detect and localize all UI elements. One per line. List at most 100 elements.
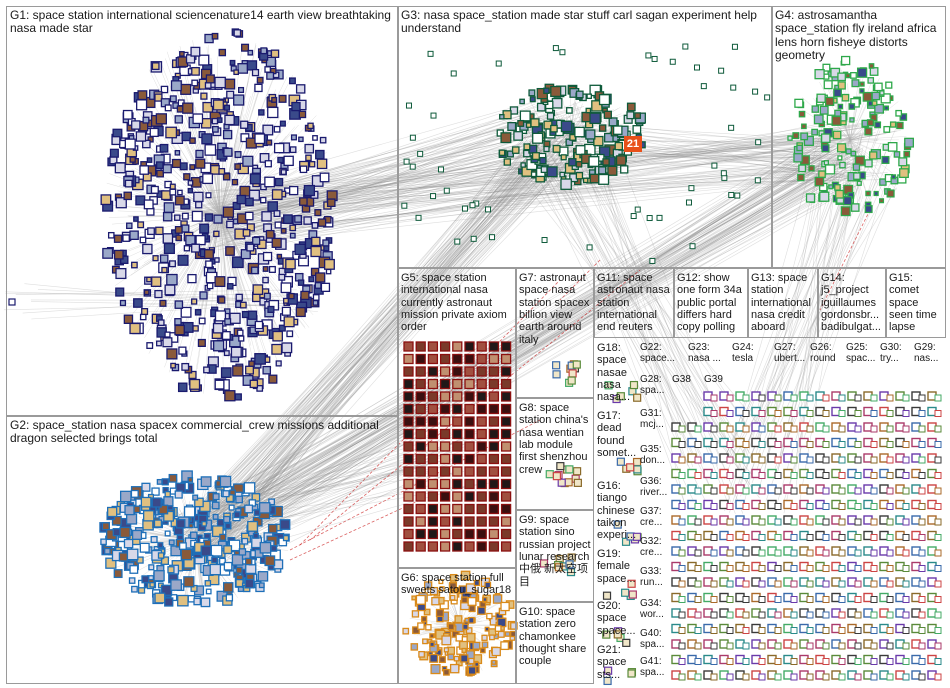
node xyxy=(918,642,926,650)
edge xyxy=(573,151,751,433)
node xyxy=(194,497,204,508)
node xyxy=(886,394,894,402)
node xyxy=(223,545,233,555)
node xyxy=(886,549,894,557)
node xyxy=(870,441,878,448)
node xyxy=(803,135,814,146)
node xyxy=(918,425,926,433)
edge xyxy=(206,146,540,563)
node xyxy=(252,236,261,246)
edge xyxy=(219,214,256,369)
node xyxy=(244,504,254,514)
node xyxy=(273,210,281,218)
edge xyxy=(223,170,840,547)
node xyxy=(726,503,734,510)
node xyxy=(202,101,214,113)
edge xyxy=(199,161,559,536)
edge xyxy=(213,121,570,553)
group-label-g2: G2: space_station nasa spacex commercial… xyxy=(10,418,379,446)
node xyxy=(758,410,766,417)
node xyxy=(790,472,798,479)
node xyxy=(726,611,734,619)
edge xyxy=(215,182,862,553)
node xyxy=(513,131,524,141)
node xyxy=(838,611,846,619)
node xyxy=(774,673,782,681)
node xyxy=(311,236,321,247)
node xyxy=(742,642,750,650)
node xyxy=(262,251,273,262)
node xyxy=(678,642,686,650)
node xyxy=(902,503,910,510)
edge xyxy=(210,135,829,538)
node xyxy=(742,565,750,572)
node xyxy=(550,85,562,98)
node xyxy=(193,597,201,606)
edge xyxy=(222,179,840,521)
node xyxy=(139,165,149,175)
node xyxy=(214,276,226,288)
node xyxy=(854,410,862,417)
node xyxy=(517,119,525,127)
node xyxy=(262,365,272,375)
node xyxy=(298,110,307,119)
edge xyxy=(183,137,855,524)
node xyxy=(197,338,206,348)
node xyxy=(242,229,251,237)
edge xyxy=(219,214,268,363)
edge xyxy=(175,115,571,533)
group-label-g1: G1: space station international sciencen… xyxy=(10,8,391,36)
edge xyxy=(227,155,551,235)
edge xyxy=(201,144,548,558)
node xyxy=(211,125,219,133)
node xyxy=(143,199,154,210)
node xyxy=(290,134,297,141)
node xyxy=(621,588,630,597)
node xyxy=(918,549,926,557)
node xyxy=(870,472,878,479)
node xyxy=(157,319,165,327)
node xyxy=(174,115,183,124)
node xyxy=(503,158,512,166)
node xyxy=(247,520,259,532)
node xyxy=(902,441,910,448)
node xyxy=(159,143,169,153)
node xyxy=(198,54,210,66)
node xyxy=(854,642,862,650)
node xyxy=(678,658,686,665)
node xyxy=(223,147,233,157)
edge xyxy=(205,152,821,549)
node xyxy=(870,565,878,572)
node xyxy=(247,49,254,56)
node xyxy=(710,518,718,526)
node xyxy=(113,249,124,260)
node xyxy=(153,570,165,582)
node xyxy=(569,133,577,141)
node xyxy=(934,456,942,464)
node xyxy=(678,518,686,526)
node xyxy=(694,425,702,433)
node xyxy=(204,144,217,156)
node xyxy=(806,596,814,603)
node xyxy=(140,496,152,508)
node xyxy=(199,291,208,300)
node xyxy=(918,394,926,402)
node xyxy=(299,197,308,206)
edge xyxy=(206,167,854,528)
edge xyxy=(246,163,843,232)
node xyxy=(790,627,798,634)
edge xyxy=(289,419,541,551)
node xyxy=(141,575,150,584)
node xyxy=(838,456,846,464)
group-label-g35: G35: don... xyxy=(640,444,666,467)
node xyxy=(211,525,224,538)
node xyxy=(902,518,910,526)
node xyxy=(115,287,125,297)
edge xyxy=(538,179,690,434)
group-label-g33: G33: run... xyxy=(640,566,663,589)
node xyxy=(262,124,274,136)
group-label-g36: G36: river... xyxy=(640,476,668,499)
edge xyxy=(198,120,582,565)
edge xyxy=(217,135,576,541)
node xyxy=(213,230,220,238)
